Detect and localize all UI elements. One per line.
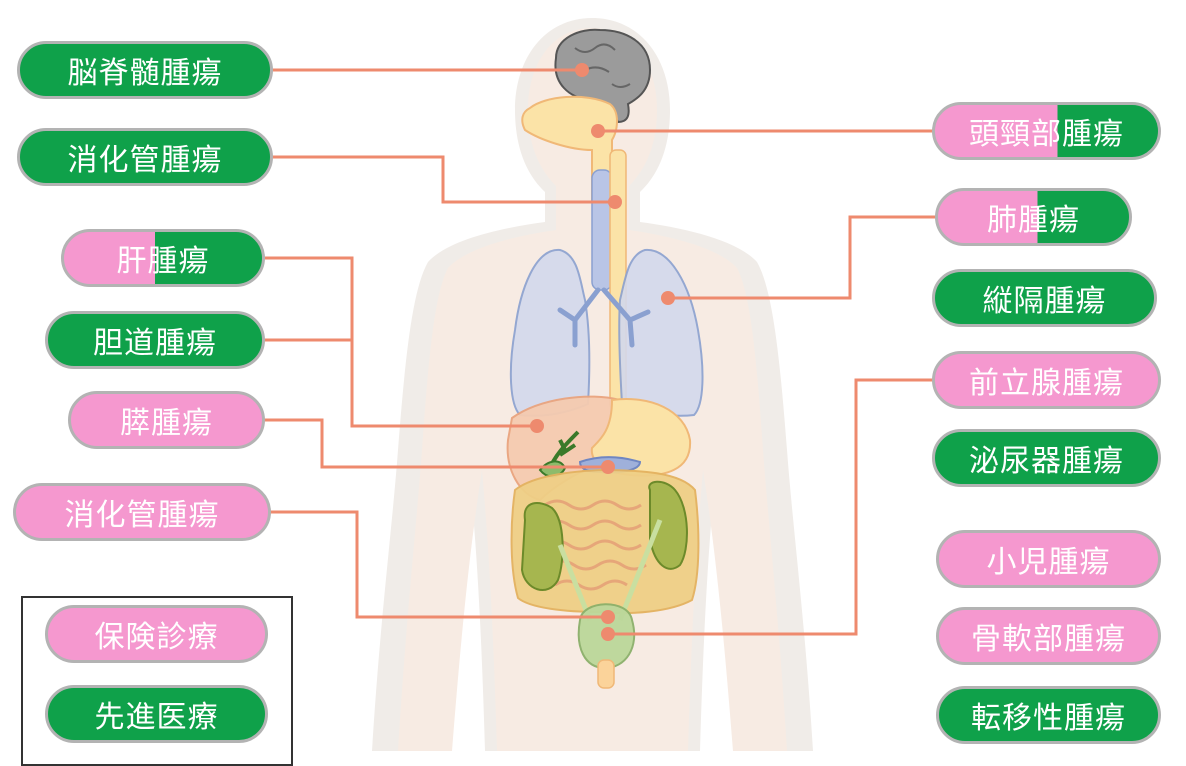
label-text: 骨軟部腫瘍 xyxy=(939,610,1158,662)
label-text: 前立腺腫瘍 xyxy=(935,354,1158,406)
label-digestive-lower[interactable]: 消化管腫瘍 xyxy=(13,483,271,541)
label-urologic[interactable]: 泌尿器腫瘍 xyxy=(932,429,1161,487)
dot-lung xyxy=(661,291,675,305)
dot-digestive-lower xyxy=(601,610,615,624)
trachea xyxy=(592,170,612,290)
label-metastatic[interactable]: 転移性腫瘍 xyxy=(936,686,1161,744)
legend-advanced-label: 先進医療 xyxy=(48,688,265,740)
legend-advanced: 先進医療 xyxy=(45,685,268,743)
label-text: 頭頸部腫瘍 xyxy=(935,105,1158,157)
label-pancreas[interactable]: 膵腫瘍 xyxy=(68,391,265,449)
label-pediatric[interactable]: 小児腫瘍 xyxy=(936,530,1161,588)
label-liver[interactable]: 肝腫瘍 xyxy=(61,229,265,287)
label-text: 小児腫瘍 xyxy=(939,533,1158,585)
label-text: 肝腫瘍 xyxy=(64,232,262,284)
label-text: 泌尿器腫瘍 xyxy=(935,432,1158,484)
label-digestive-upper[interactable]: 消化管腫瘍 xyxy=(17,128,273,186)
label-head-neck[interactable]: 頭頸部腫瘍 xyxy=(932,102,1161,160)
dot-liver xyxy=(530,419,544,433)
label-mediastinum[interactable]: 縦隔腫瘍 xyxy=(932,269,1157,327)
dot-pancreas xyxy=(601,460,615,474)
label-text: 縦隔腫瘍 xyxy=(935,272,1154,324)
dot-prostate xyxy=(601,627,615,641)
label-text: 転移性腫瘍 xyxy=(939,689,1158,741)
label-text: 肺腫瘍 xyxy=(938,191,1129,243)
label-biliary[interactable]: 胆道腫瘍 xyxy=(45,311,265,369)
label-text: 消化管腫瘍 xyxy=(16,486,268,538)
label-bone-soft[interactable]: 骨軟部腫瘍 xyxy=(936,607,1161,665)
dot-head-neck xyxy=(591,124,605,138)
legend-insurance-label: 保険診療 xyxy=(48,608,265,660)
label-text: 膵腫瘍 xyxy=(71,394,262,446)
dot-digestive-upper xyxy=(608,195,622,209)
label-text: 消化管腫瘍 xyxy=(20,131,270,183)
label-prostate[interactable]: 前立腺腫瘍 xyxy=(932,351,1161,409)
legend-insurance: 保険診療 xyxy=(45,605,268,663)
dot-brain xyxy=(575,63,589,77)
label-text: 胆道腫瘍 xyxy=(48,314,262,366)
label-text: 脳脊髄腫瘍 xyxy=(20,44,270,96)
label-lung[interactable]: 肺腫瘍 xyxy=(935,188,1132,246)
left-kidney xyxy=(522,503,563,590)
label-brain-spinal[interactable]: 脳脊髄腫瘍 xyxy=(17,41,273,99)
